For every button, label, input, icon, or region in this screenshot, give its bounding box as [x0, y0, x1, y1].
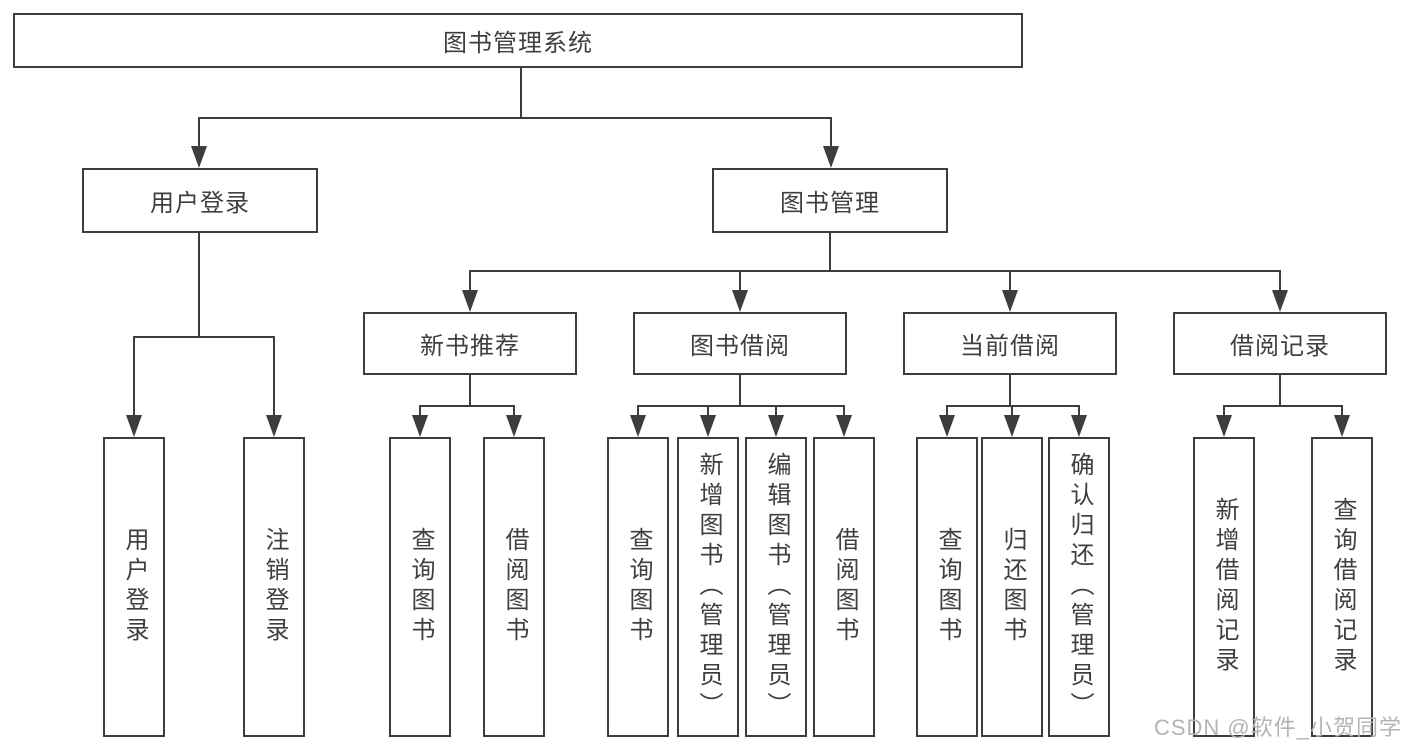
connector-line	[775, 406, 777, 418]
connector-borrowrecord-rail	[1223, 405, 1343, 407]
arrowhead-down	[1071, 415, 1087, 437]
leaf-query-books-current: 查询图书	[916, 437, 978, 737]
connector-userlogin-stub	[198, 233, 200, 338]
arrowhead-down	[630, 415, 646, 437]
leaf-user-login: 用户登录	[103, 437, 165, 737]
leaf-query-books-recommend: 查询图书	[389, 437, 451, 737]
node-user-login: 用户登录	[82, 168, 318, 233]
node-library-system: 图书管理系统	[13, 13, 1023, 68]
connector-line	[419, 406, 421, 418]
connector-currentborrow-rail	[946, 405, 1080, 407]
arrowhead-down	[732, 290, 748, 312]
connector-newbook-stub	[469, 375, 471, 407]
node-borrowing-records: 借阅记录	[1173, 312, 1387, 375]
connector-newbook-rail	[419, 405, 515, 407]
leaf-logout: 注销登录	[243, 437, 305, 737]
connector-bookborrow-stub	[739, 375, 741, 407]
arrowhead-down	[939, 415, 955, 437]
connector-line	[1341, 406, 1343, 418]
arrowhead-down	[191, 146, 207, 168]
arrowhead-down	[1002, 290, 1018, 312]
leaf-query-books-borrowing: 查询图书	[607, 437, 669, 737]
connector-bookborrow-rail	[637, 405, 845, 407]
node-new-book-recommend: 新书推荐	[363, 312, 577, 375]
connector-level3-rail	[469, 270, 1281, 272]
connector-root-stub	[520, 68, 522, 119]
arrowhead-down	[126, 415, 142, 437]
leaf-borrow-books-recommend: 借阅图书	[483, 437, 545, 737]
arrowhead-down	[836, 415, 852, 437]
connector-userlogin-rail	[133, 336, 275, 338]
leaf-return-books: 归还图书	[981, 437, 1043, 737]
arrowhead-down	[506, 415, 522, 437]
node-book-management: 图书管理	[712, 168, 948, 233]
connector-line	[637, 406, 639, 418]
arrowhead-down	[462, 290, 478, 312]
connector-line	[513, 406, 515, 418]
connector-line	[739, 271, 741, 293]
connector-line	[1011, 406, 1013, 418]
connector-line	[469, 271, 471, 293]
arrowhead-down	[1004, 415, 1020, 437]
connector-line	[1223, 406, 1225, 418]
arrowhead-down	[1334, 415, 1350, 437]
csdn-watermark: CSDN @软件_小贺同学	[1153, 715, 1402, 740]
connector-line	[830, 118, 832, 152]
connector-line	[946, 406, 948, 418]
connector-line	[707, 406, 709, 418]
arrowhead-down	[700, 415, 716, 437]
connector-line	[1078, 406, 1080, 418]
connector-bookmgmt-stub	[829, 233, 831, 272]
connector-line	[843, 406, 845, 418]
arrowhead-down	[823, 146, 839, 168]
leaf-add-book-admin: 新增图书（管理员）	[677, 437, 739, 737]
leaf-borrow-books-borrowing: 借阅图书	[813, 437, 875, 737]
connector-line	[133, 337, 135, 417]
leaf-add-borrow-record: 新增借阅记录	[1193, 437, 1255, 737]
arrowhead-down	[266, 415, 282, 437]
connector-currentborrow-stub	[1009, 375, 1011, 407]
connector-borrowrecord-stub	[1279, 375, 1281, 407]
arrowhead-down	[1216, 415, 1232, 437]
node-current-borrowing: 当前借阅	[903, 312, 1117, 375]
connector-line	[273, 337, 275, 417]
connector-line	[1279, 271, 1281, 293]
leaf-edit-book-admin: 编辑图书（管理员）	[745, 437, 807, 737]
connector-level2-rail	[198, 117, 832, 119]
connector-line	[198, 118, 200, 152]
arrowhead-down	[1272, 290, 1288, 312]
leaf-query-borrow-record: 查询借阅记录	[1311, 437, 1373, 737]
leaf-confirm-return-admin: 确认归还（管理员）	[1048, 437, 1110, 737]
arrowhead-down	[768, 415, 784, 437]
node-book-borrowing: 图书借阅	[633, 312, 847, 375]
connector-line	[1009, 271, 1011, 293]
arrowhead-down	[412, 415, 428, 437]
